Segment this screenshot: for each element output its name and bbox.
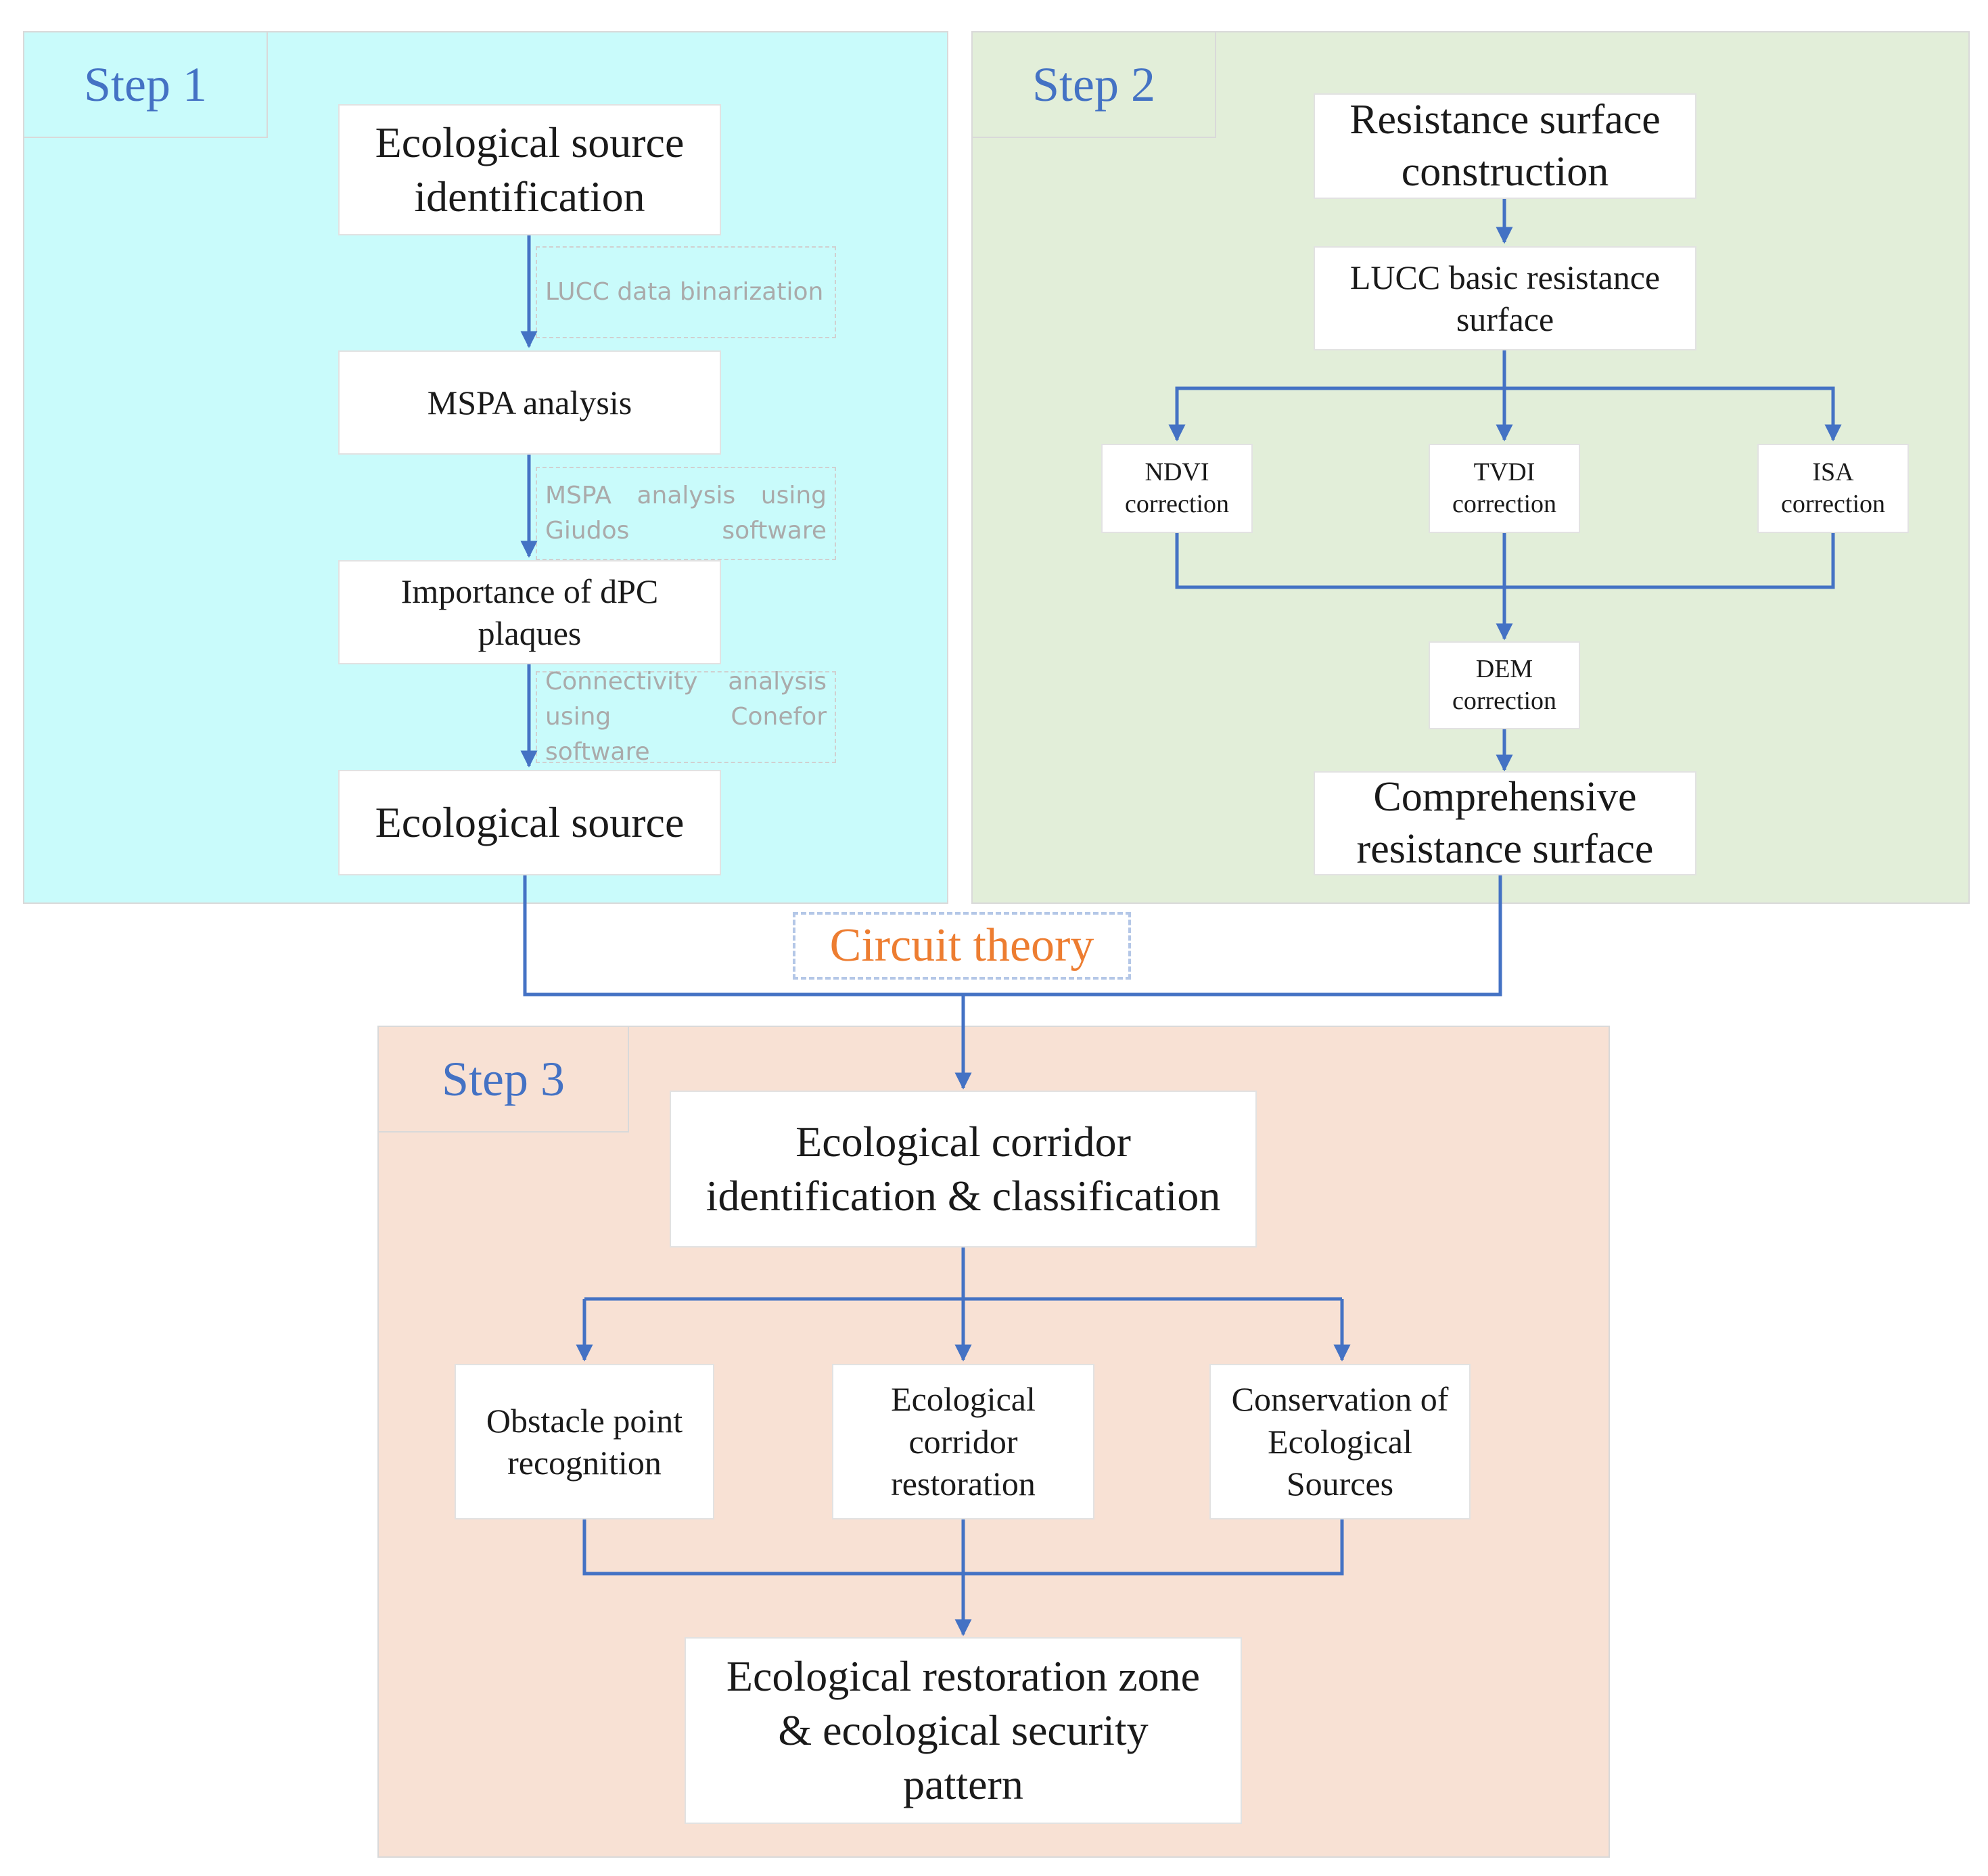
- mspa-analysis-box: MSPA analysis: [338, 350, 721, 455]
- lucc-basic-resistance-box: LUCC basic resistance surface: [1314, 246, 1696, 350]
- isa-correction-box: ISA correction: [1757, 444, 1909, 533]
- tvdi-correction-box: TVDI correction: [1429, 444, 1580, 533]
- obstacle-point-box: Obstacle point recognition: [455, 1364, 714, 1519]
- comprehensive-resistance-box: Comprehensive resistance surface: [1314, 771, 1696, 875]
- note-conefor: Connectivity analysis using Conefor soft…: [536, 668, 836, 766]
- note-lucc-binarization: LUCC data binarization: [536, 246, 836, 338]
- note-giudos: MSPA analysis using Giudos software: [536, 467, 836, 560]
- ecological-corridor-box: Ecological corridor identification & cla…: [670, 1091, 1257, 1248]
- conservation-sources-box: Conservation of Ecological Sources: [1209, 1364, 1471, 1519]
- step1-label: Step 1: [24, 32, 268, 138]
- ecological-source-identification-box: Ecological source identification: [338, 104, 721, 235]
- final-restoration-pattern-box: Ecological restoration zone & ecological…: [685, 1637, 1242, 1824]
- step3-label: Step 3: [379, 1027, 629, 1133]
- step2-label: Step 2: [973, 32, 1216, 138]
- circuit-theory-label: Circuit theory: [793, 912, 1131, 980]
- line-circuit-merge: [523, 875, 1502, 997]
- ndvi-correction-box: NDVI correction: [1101, 444, 1253, 533]
- ecological-source-box: Ecological source: [338, 770, 721, 875]
- corridor-restoration-box: Ecological corridor restoration: [832, 1364, 1094, 1519]
- dpc-plaques-box: Importance of dPC plaques: [338, 560, 721, 664]
- dem-correction-box: DEM correction: [1429, 641, 1580, 729]
- resistance-surface-construction-box: Resistance surface construction: [1314, 93, 1696, 199]
